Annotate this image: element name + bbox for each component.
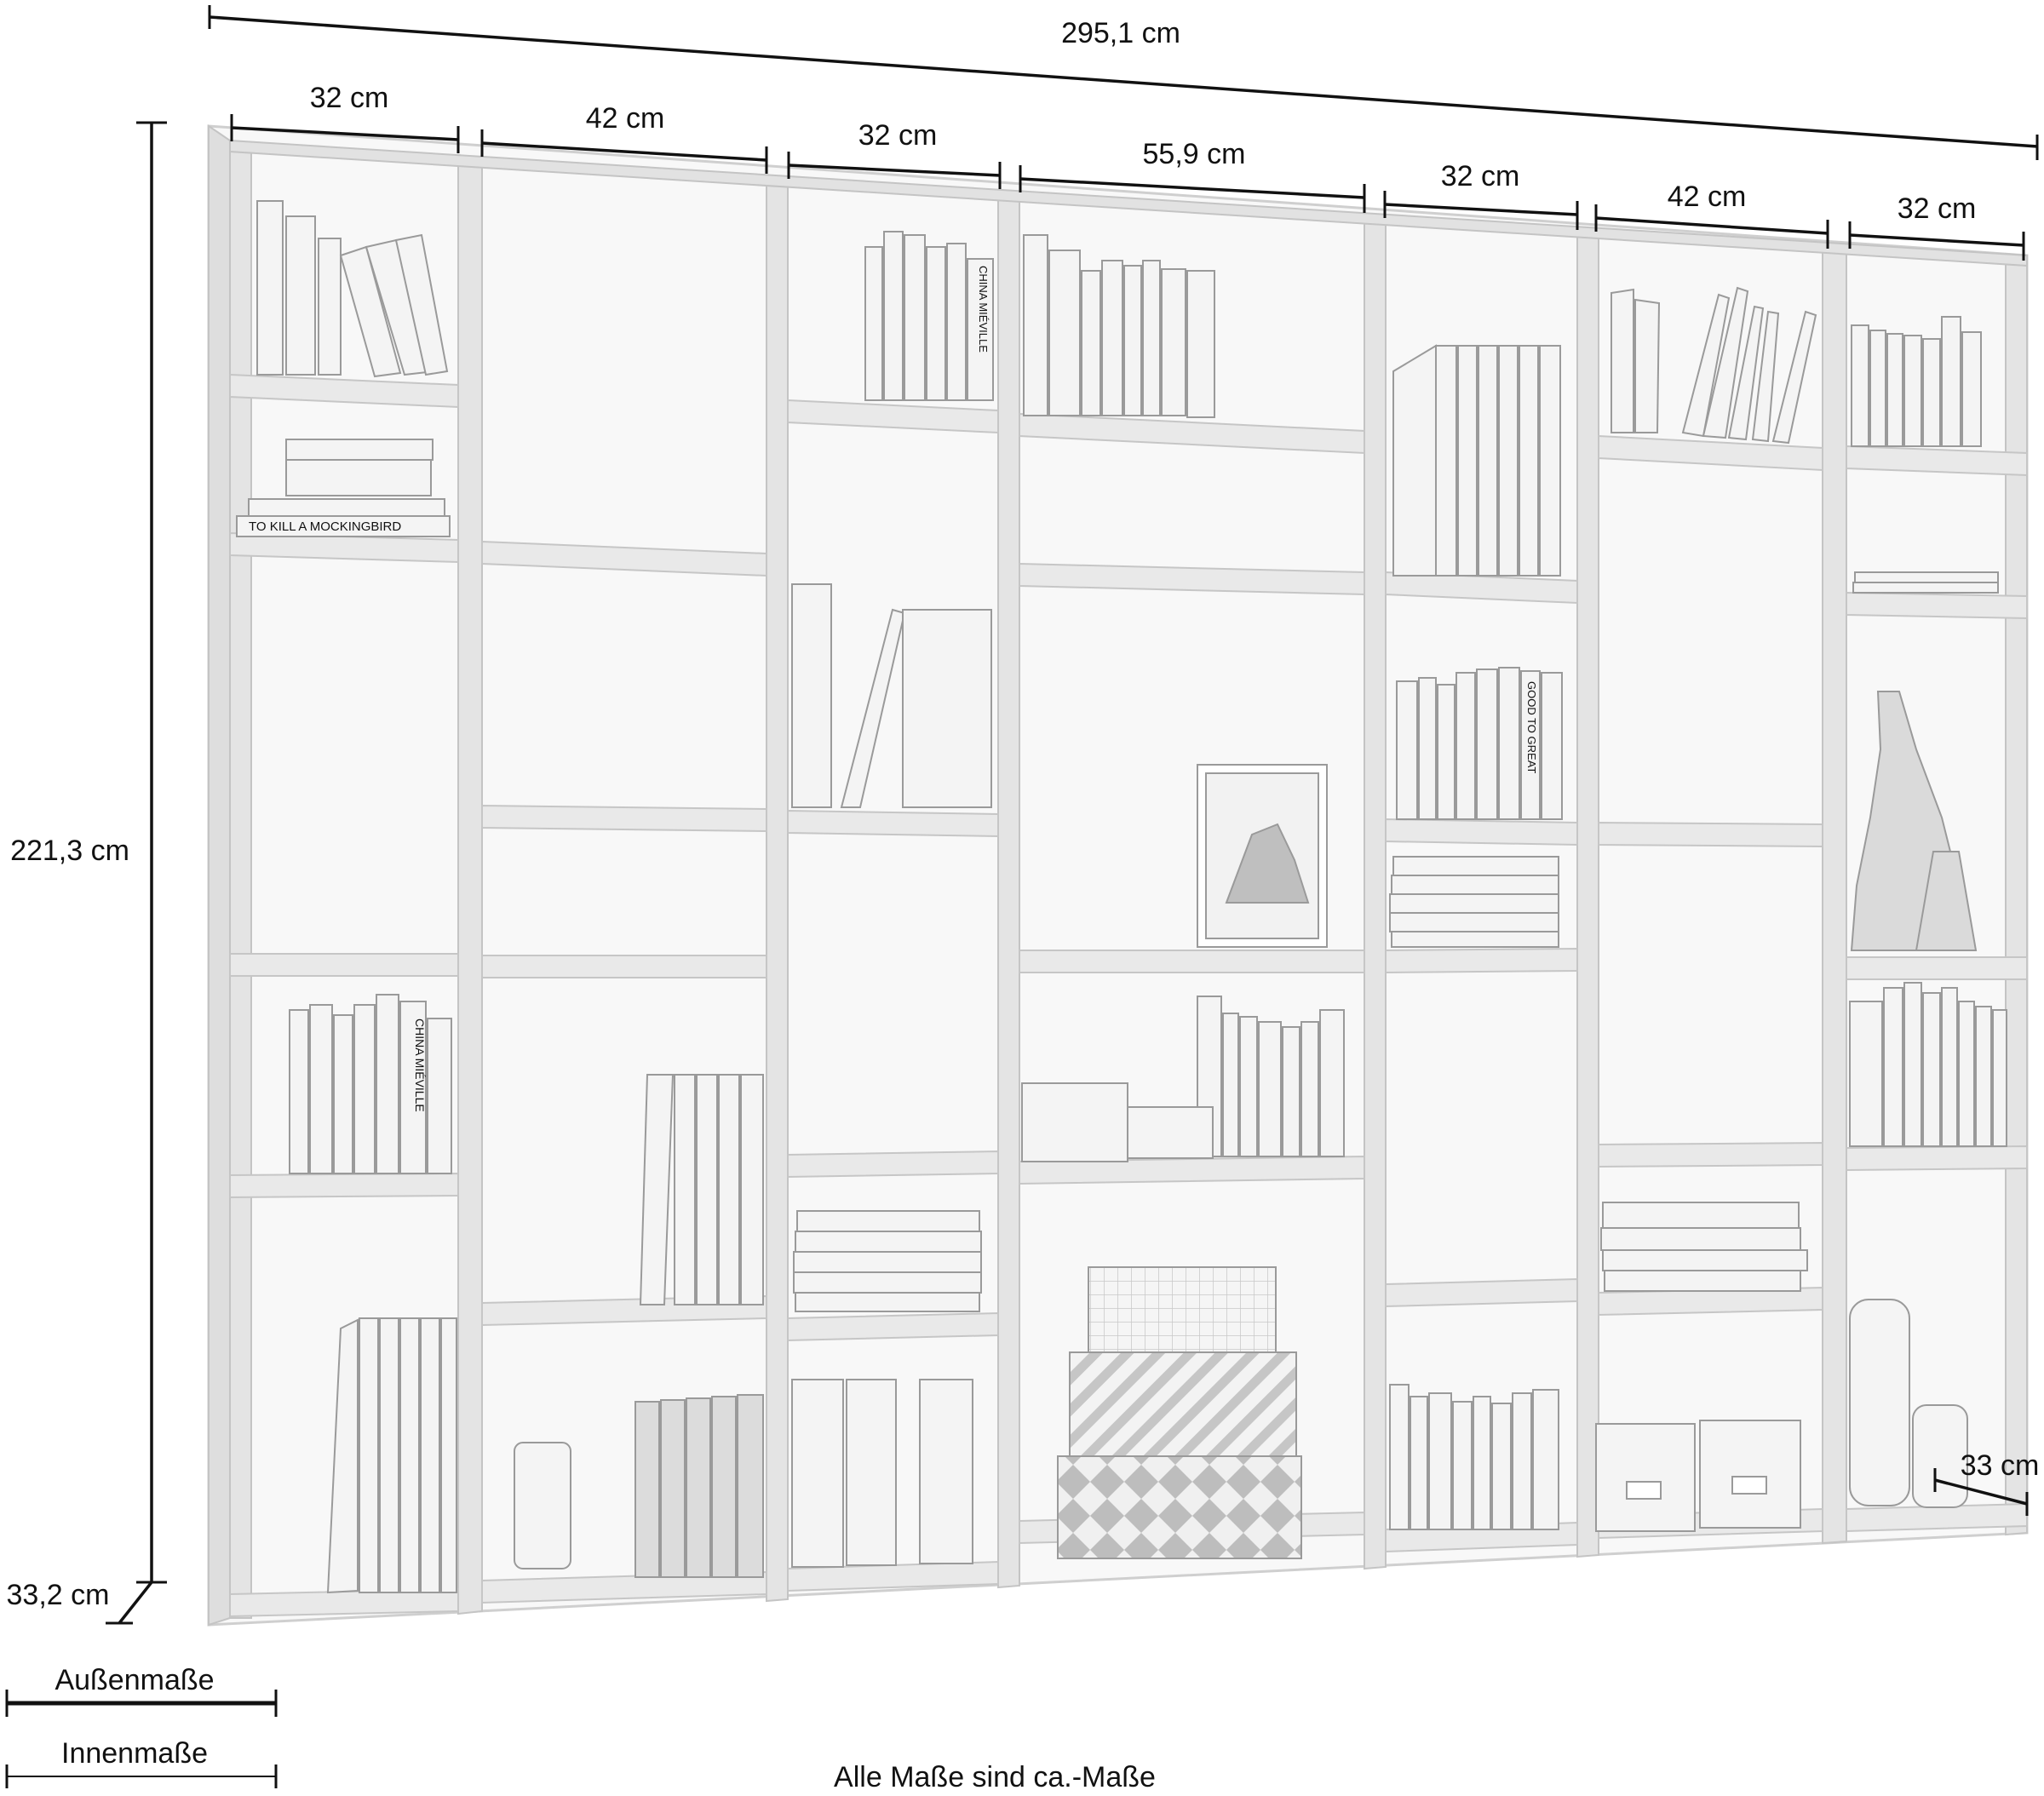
storage-box: [1021, 1082, 1214, 1162]
section-4-width-label: 55,9 cm: [1143, 138, 1246, 170]
book-stack: [236, 439, 451, 537]
section-2-width-label: 42 cm: [586, 102, 665, 135]
picture-frame: [1197, 764, 1328, 948]
section-3-width-label: 32 cm: [858, 119, 938, 152]
overall-height-dimension: 221,3 cm: [10, 121, 167, 1584]
book-stack: [1852, 571, 1999, 594]
book-group: [1851, 316, 1982, 447]
book-group: [256, 200, 449, 378]
book-group: [326, 1317, 457, 1594]
book-group: [791, 583, 992, 808]
outer-depth-dimension: 33,2 cm: [7, 1579, 153, 1625]
footnote: Alle Maße sind ca.-Maße: [834, 1761, 1156, 1793]
section-7-width-label: 32 cm: [1898, 192, 1977, 225]
overall-height-label: 221,3 cm: [10, 835, 129, 867]
book-stack: [1389, 856, 1559, 948]
book-group: [1023, 234, 1215, 418]
overall-width-label: 295,1 cm: [1061, 17, 1180, 49]
book-group: [634, 1394, 764, 1578]
section-5-width-label: 32 cm: [1441, 160, 1520, 192]
decor-box-stack: [1057, 1266, 1302, 1559]
vase: [514, 1442, 571, 1569]
magazine-files: [791, 1379, 973, 1568]
book-stack: [1600, 1202, 1808, 1292]
book-group: [1197, 996, 1345, 1157]
book-group: [864, 231, 994, 401]
book-group: [1849, 982, 2007, 1147]
book-title-mieville-top: CHINA MIÉVILLE: [977, 266, 990, 353]
section-width-dimensions: 32 cm 42 cm 32 cm 55,9 cm 32 cm 42 cm 32…: [230, 82, 2025, 261]
shelf-contents: TO KILL A MOCKINGBIRD CHINA MIÉVILLE: [236, 200, 2007, 1594]
storage-box: [1595, 1420, 1801, 1532]
book-group: [289, 994, 452, 1174]
book-group: [639, 1074, 764, 1305]
legend-inner-label: Innenmaße: [61, 1737, 208, 1770]
legend-outer-label: Außenmaße: [55, 1664, 214, 1696]
section-6-width-label: 42 cm: [1668, 181, 1747, 213]
ridged-vase: [1850, 691, 1978, 951]
horizontal-shelves: [229, 373, 2028, 1618]
outer-depth-label: 33,2 cm: [7, 1579, 110, 1611]
vase: [1849, 1299, 1968, 1508]
book-group: [1396, 667, 1563, 820]
book-title-good-to-great: GOOD TO GREAT: [1525, 681, 1538, 773]
book-group: [1389, 1384, 1559, 1530]
book-stack: [793, 1210, 982, 1312]
book-title-mieville-left: CHINA MIÉVILLE: [413, 1018, 427, 1112]
book-group: [1611, 286, 1817, 445]
inner-depth-dimension: 33 cm: [1933, 1449, 2040, 1516]
book-title-mockingbird: TO KILL A MOCKINGBIRD: [249, 519, 401, 534]
inner-depth-label: 33 cm: [1961, 1449, 2040, 1482]
overall-width-dimension: 295,1 cm: [208, 5, 2039, 160]
book-group: [1392, 344, 1561, 577]
legend: Außenmaße Innenmaße: [5, 1664, 278, 1788]
section-1-width-label: 32 cm: [310, 82, 389, 114]
